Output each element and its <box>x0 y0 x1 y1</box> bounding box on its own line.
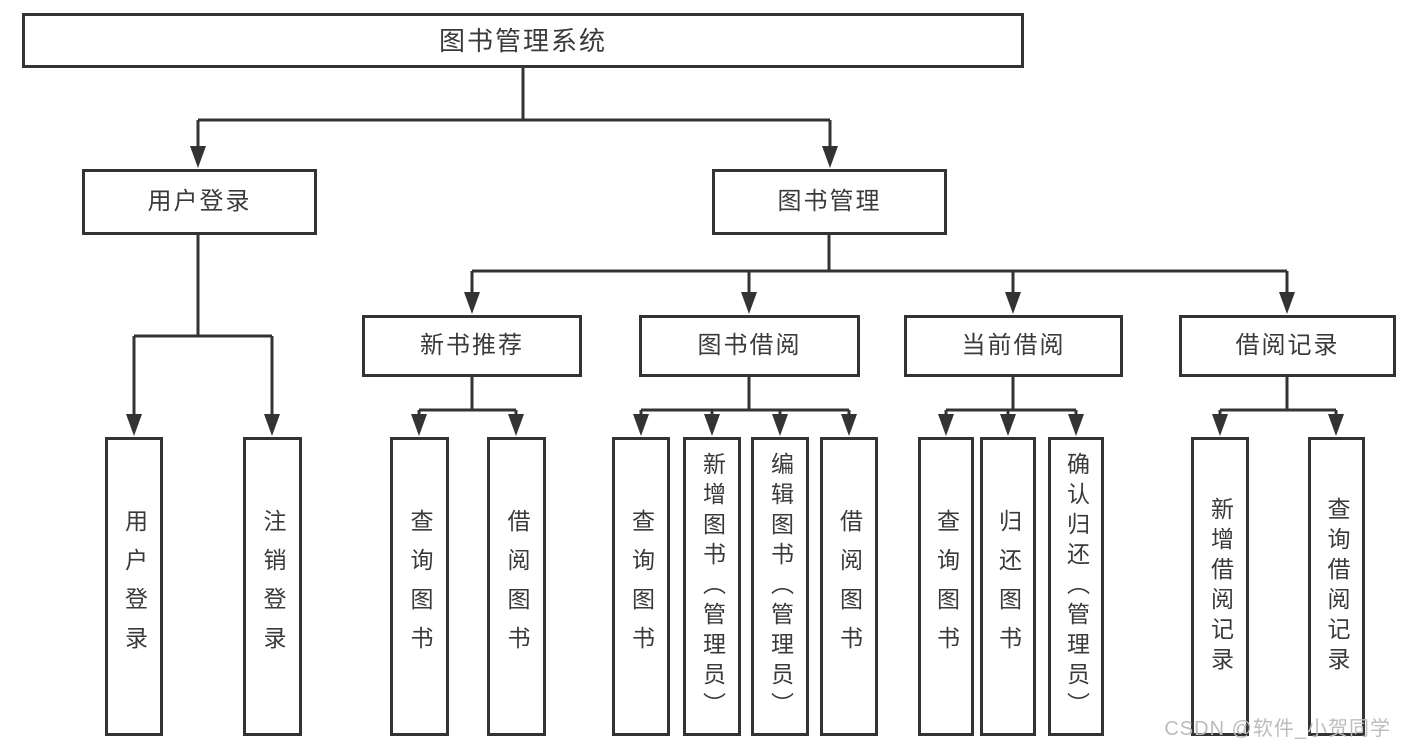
arrowhead <box>1279 292 1295 314</box>
node-borrowing-records-label: 借阅记录 <box>1235 332 1340 359</box>
connector-currentborrow-to-leaves <box>944 377 1078 415</box>
connector-records-to-leaves <box>1218 377 1338 415</box>
node-book-borrowing: 图书借阅 <box>639 315 860 377</box>
leaf-borrowing-borrow-books: 借阅图书 <box>820 437 878 736</box>
arrowhead <box>772 414 788 436</box>
leaf-borrowing-edit-books-admin: 编辑图书（管理员） <box>751 437 809 736</box>
node-book-management-label: 图书管理 <box>777 188 882 215</box>
leaf-current-query-books-label: 查询图书 <box>933 508 960 665</box>
leaf-borrowing-query-books-label: 查询图书 <box>628 508 655 665</box>
node-current-borrowing: 当前借阅 <box>904 315 1123 377</box>
arrowhead <box>938 414 954 436</box>
leaf-newbook-query-books-label: 查询图书 <box>407 508 433 665</box>
leaf-records-add-record-label: 新增借阅记录 <box>1207 496 1234 677</box>
node-library-system: 图书管理系统 <box>22 13 1024 68</box>
node-new-book-recommend-label: 新书推荐 <box>420 332 524 359</box>
node-book-borrowing-label: 图书借阅 <box>697 332 802 359</box>
leaf-records-query-record: 查询借阅记录 <box>1308 437 1365 736</box>
leaf-newbook-query-books: 查询图书 <box>390 437 449 736</box>
csdn-watermark: CSDN @软件_小贺同学 <box>1164 718 1391 740</box>
arrowhead <box>508 414 524 436</box>
arrowhead <box>1000 414 1016 436</box>
leaf-current-return-books: 归还图书 <box>980 437 1036 736</box>
leaf-current-confirm-return-admin: 确认归还（管理员） <box>1048 437 1104 736</box>
arrowhead <box>1005 292 1021 314</box>
arrowhead <box>1328 414 1344 436</box>
leaf-borrowing-borrow-books-label: 借阅图书 <box>836 508 863 665</box>
connector-bookmgmt-to-level3 <box>470 235 1289 293</box>
leaf-current-query-books: 查询图书 <box>918 437 974 736</box>
arrowhead <box>126 414 142 436</box>
arrowhead <box>741 292 757 314</box>
node-user-login-label: 用户登录 <box>147 188 252 215</box>
connector-root-to-level2 <box>196 68 832 147</box>
arrowhead <box>411 414 427 436</box>
arrowhead <box>822 146 838 168</box>
connector-userlogin-to-leaves <box>132 235 274 415</box>
leaf-borrowing-edit-books-admin-label: 编辑图书（管理员） <box>767 451 794 722</box>
leaf-current-return-books-label: 归还图书 <box>995 508 1022 665</box>
arrowhead <box>704 414 720 436</box>
arrowhead <box>264 414 280 436</box>
node-user-login: 用户登录 <box>82 169 317 235</box>
connector-bookborrow-to-leaves <box>639 377 851 415</box>
arrowhead <box>841 414 857 436</box>
node-new-book-recommend: 新书推荐 <box>362 315 582 377</box>
leaf-logout-label: 注销登录 <box>260 508 286 665</box>
leaf-newbook-borrow-books: 借阅图书 <box>487 437 546 736</box>
arrowhead <box>464 292 480 314</box>
node-current-borrowing-label: 当前借阅 <box>961 332 1066 359</box>
leaf-records-query-record-label: 查询借阅记录 <box>1324 496 1350 677</box>
leaf-borrowing-add-books-admin-label: 新增图书（管理员） <box>699 451 726 722</box>
leaf-newbook-borrow-books-label: 借阅图书 <box>504 508 530 665</box>
node-borrowing-records: 借阅记录 <box>1179 315 1396 377</box>
leaf-current-confirm-return-admin-label: 确认归还（管理员） <box>1063 451 1090 722</box>
node-library-system-label: 图书管理系统 <box>438 25 607 56</box>
arrowhead <box>633 414 649 436</box>
leaf-user-login: 用户登录 <box>105 437 163 736</box>
leaf-user-login-label: 用户登录 <box>121 508 148 665</box>
connector-newbook-to-leaves <box>417 377 518 415</box>
leaf-borrowing-query-books: 查询图书 <box>612 437 670 736</box>
leaf-borrowing-add-books-admin: 新增图书（管理员） <box>683 437 741 736</box>
leaf-records-add-record: 新增借阅记录 <box>1191 437 1249 736</box>
node-book-management: 图书管理 <box>712 169 947 235</box>
arrowhead <box>1068 414 1084 436</box>
arrowhead <box>190 146 206 168</box>
arrowhead <box>1212 414 1228 436</box>
leaf-logout: 注销登录 <box>243 437 302 736</box>
